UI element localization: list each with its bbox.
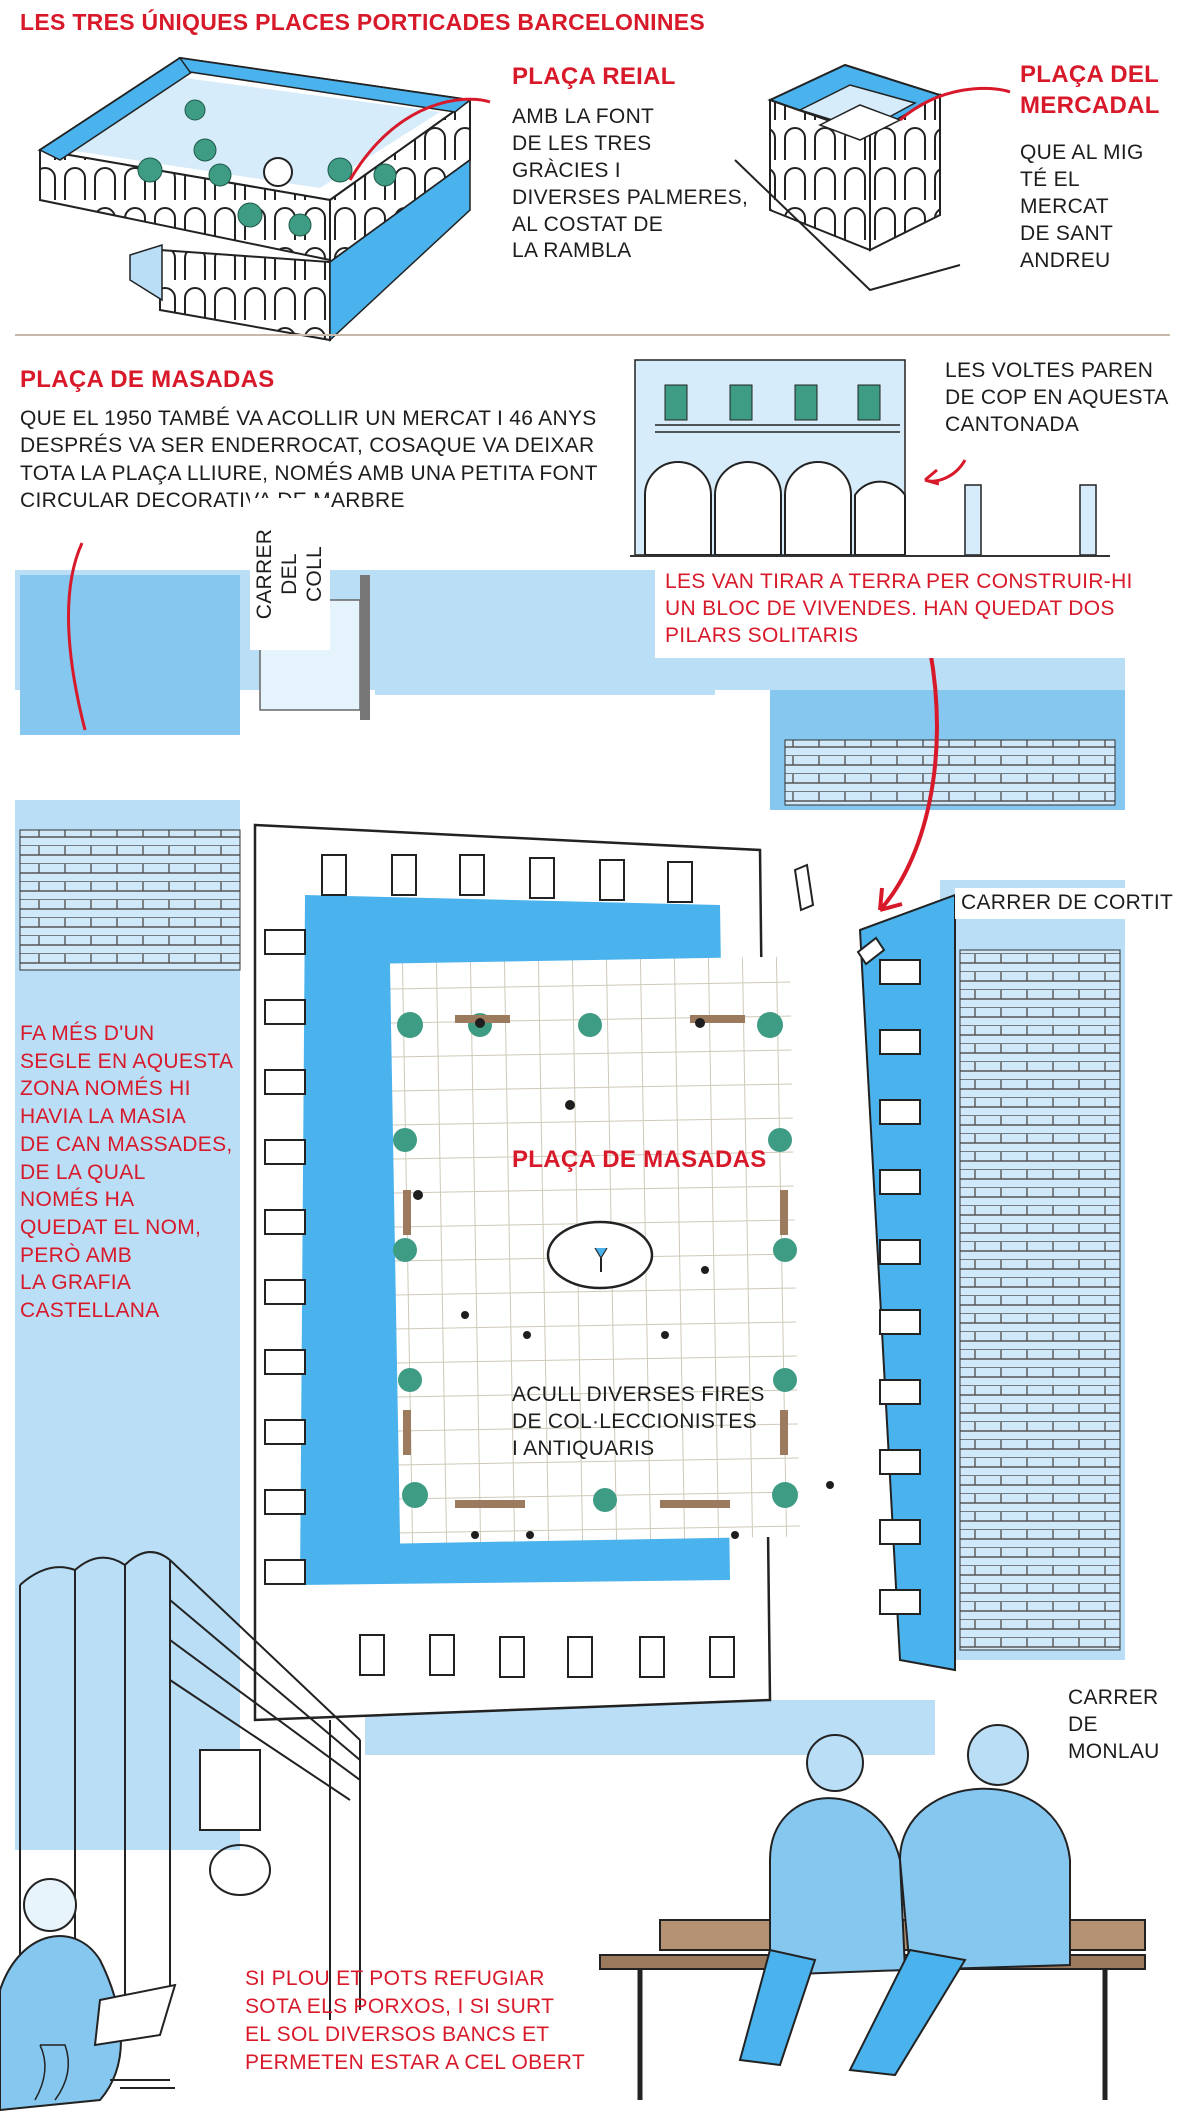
placa-mercadal-drawing <box>734 63 1011 292</box>
street-label-coll: CarrerdelColl <box>250 498 330 650</box>
placa-masadas-description: que el 1950 també va acollir un mercat i… <box>20 407 598 512</box>
footer-note: Si plou et pots refugiarsota els porxos,… <box>245 1967 585 2074</box>
page-title: Les tres úniques places porticades barce… <box>20 9 706 35</box>
history-note: Fa més d'unsegle en aquestazona només hi… <box>20 1022 234 1323</box>
map-square-label: Plaça de Masadas <box>512 1146 767 1173</box>
arcade-sketch <box>19 1551 361 2060</box>
placa-reial-description: Amb la fontde les tres Gràcies idiverses… <box>512 105 749 263</box>
placa-masadas-title: Plaça de Masadas <box>20 366 275 393</box>
square-map-drawing <box>15 542 1125 1850</box>
placa-mercadal-description: que al migté el mercatde Sant Andreu <box>1020 141 1144 272</box>
placa-reial-drawing <box>37 56 491 342</box>
demolished-note: Les van tirar a terra per construir-hiun… <box>655 565 1143 658</box>
bench-people-sketch <box>599 1724 1146 2100</box>
placa-mercadal-title: Plaça delMercadal <box>1020 61 1160 119</box>
arcade-elevation-drawing <box>630 359 1110 557</box>
street-label-monlau: Carrer deMonlau <box>1062 1683 1200 1768</box>
reading-person-sketch <box>0 1878 177 2112</box>
street-label-cortit: Carrer de Cortit <box>955 888 1180 919</box>
voltes-note: Les voltes parende cop en aquestacantona… <box>945 359 1169 436</box>
map-fairs-label: Acull diverses firesde col·leccionistesi… <box>512 1383 765 1460</box>
placa-reial-title: Plaça Reial <box>512 63 676 90</box>
